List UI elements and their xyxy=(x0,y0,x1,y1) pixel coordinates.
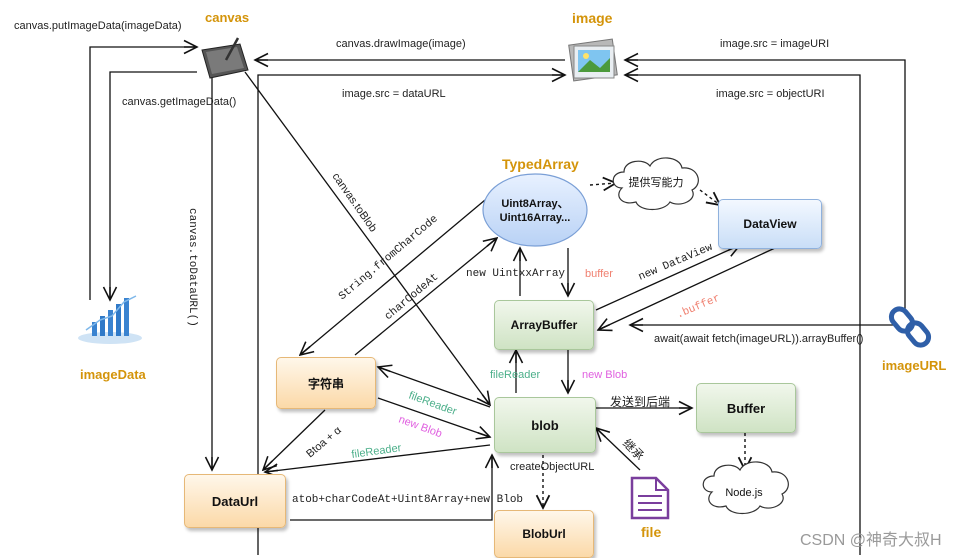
link-icon xyxy=(888,306,932,348)
label-file-reader1: fileReader xyxy=(490,369,541,381)
edge-src-dataurl xyxy=(257,75,565,555)
label-to-blob: canvas.toBlob xyxy=(330,171,379,234)
node-buffer: Buffer xyxy=(696,383,796,433)
edge-from-char-code xyxy=(300,199,486,355)
edge-atob xyxy=(290,455,492,521)
edge-src-imageuri xyxy=(625,60,906,310)
label-await-fetch: await(await fetch(imageURL)).arrayBuffer… xyxy=(654,333,864,345)
label-put-image-data: canvas.putImageData(imageData) xyxy=(14,20,182,32)
ellipse-line-2: Uint16Array... xyxy=(500,212,571,224)
edge-char-code-at xyxy=(354,238,497,356)
cloud-nodejs-label: Node.js xyxy=(725,487,763,499)
label-send-backend: 发送到后端 xyxy=(610,395,671,409)
node-string: 字符串 xyxy=(276,357,376,409)
label-atob: atob+charCodeAt+Uint8Array+new Blob xyxy=(292,494,524,506)
label-src-objecturi: image.src = objectURI xyxy=(716,88,825,100)
image-icon xyxy=(568,38,618,82)
label-to-data-url: canvas.toDataURL() xyxy=(186,208,198,327)
cloud-top-label: 提供写能力 xyxy=(629,175,684,189)
watermark: CSDN @神奇大叔H xyxy=(800,532,942,549)
edge-get-image-data xyxy=(110,71,197,300)
node-dataview: DataView xyxy=(718,199,822,249)
label-buffer2: .buffer xyxy=(675,293,722,322)
label-new-uintxx: new UintxxArray xyxy=(466,268,566,280)
label-new-dataview: new DataView xyxy=(637,242,715,284)
typed-array-ellipse xyxy=(482,173,588,247)
edge-inherit xyxy=(596,428,641,471)
edge-buffer2 xyxy=(598,247,776,330)
edge-btoa xyxy=(263,409,326,470)
label-new-blob1: new Blob xyxy=(582,369,628,381)
label-create-object-url: createObjectURL xyxy=(510,461,595,473)
label-btoa: Btoa + α xyxy=(304,424,344,460)
cloud-nodejs xyxy=(702,461,789,515)
edge-put-image-data xyxy=(89,47,197,300)
edge-new-blob2 xyxy=(377,397,490,437)
label-inherit: 继承 xyxy=(620,436,647,463)
edge-src-objecturi xyxy=(625,75,861,555)
heading-file: file xyxy=(641,524,662,540)
edge-to-blob xyxy=(244,71,490,405)
canvas-icon xyxy=(201,37,249,79)
node-dataurl: DataUrl xyxy=(184,474,286,528)
edge-new-dataview xyxy=(595,245,740,311)
heading-typed-array: TypedArray xyxy=(502,156,579,172)
node-blob: blob xyxy=(494,397,596,453)
edge-file-reader3 xyxy=(265,444,491,472)
cloud-write-capability xyxy=(612,157,699,211)
label-file-reader2: fileReader xyxy=(407,390,459,419)
ellipse-line-1: Uint8Array、 xyxy=(501,198,568,210)
label-src-imageuri: image.src = imageURI xyxy=(720,38,830,50)
heading-image-url: imageURL xyxy=(882,358,947,373)
label-src-dataurl: image.src = dataURL xyxy=(342,88,446,100)
image-data-icon xyxy=(78,295,142,344)
label-char-code-at: charCodeAt xyxy=(383,271,441,323)
heading-canvas: canvas xyxy=(205,10,250,25)
label-draw-image: canvas.drawImage(image) xyxy=(336,38,466,50)
label-get-image-data: canvas.getImageData() xyxy=(122,96,237,108)
heading-image: image xyxy=(572,10,613,26)
heading-image-data: imageData xyxy=(80,367,146,382)
label-buffer1: buffer xyxy=(585,268,613,280)
node-bloburl: BlobUrl xyxy=(494,510,594,558)
file-icon xyxy=(630,476,670,520)
edge-dotted-cloud xyxy=(589,183,720,205)
label-new-blob2: new Blob xyxy=(397,414,444,441)
edge-file-reader2 xyxy=(378,367,491,408)
node-arraybuffer: ArrayBuffer xyxy=(494,300,594,350)
